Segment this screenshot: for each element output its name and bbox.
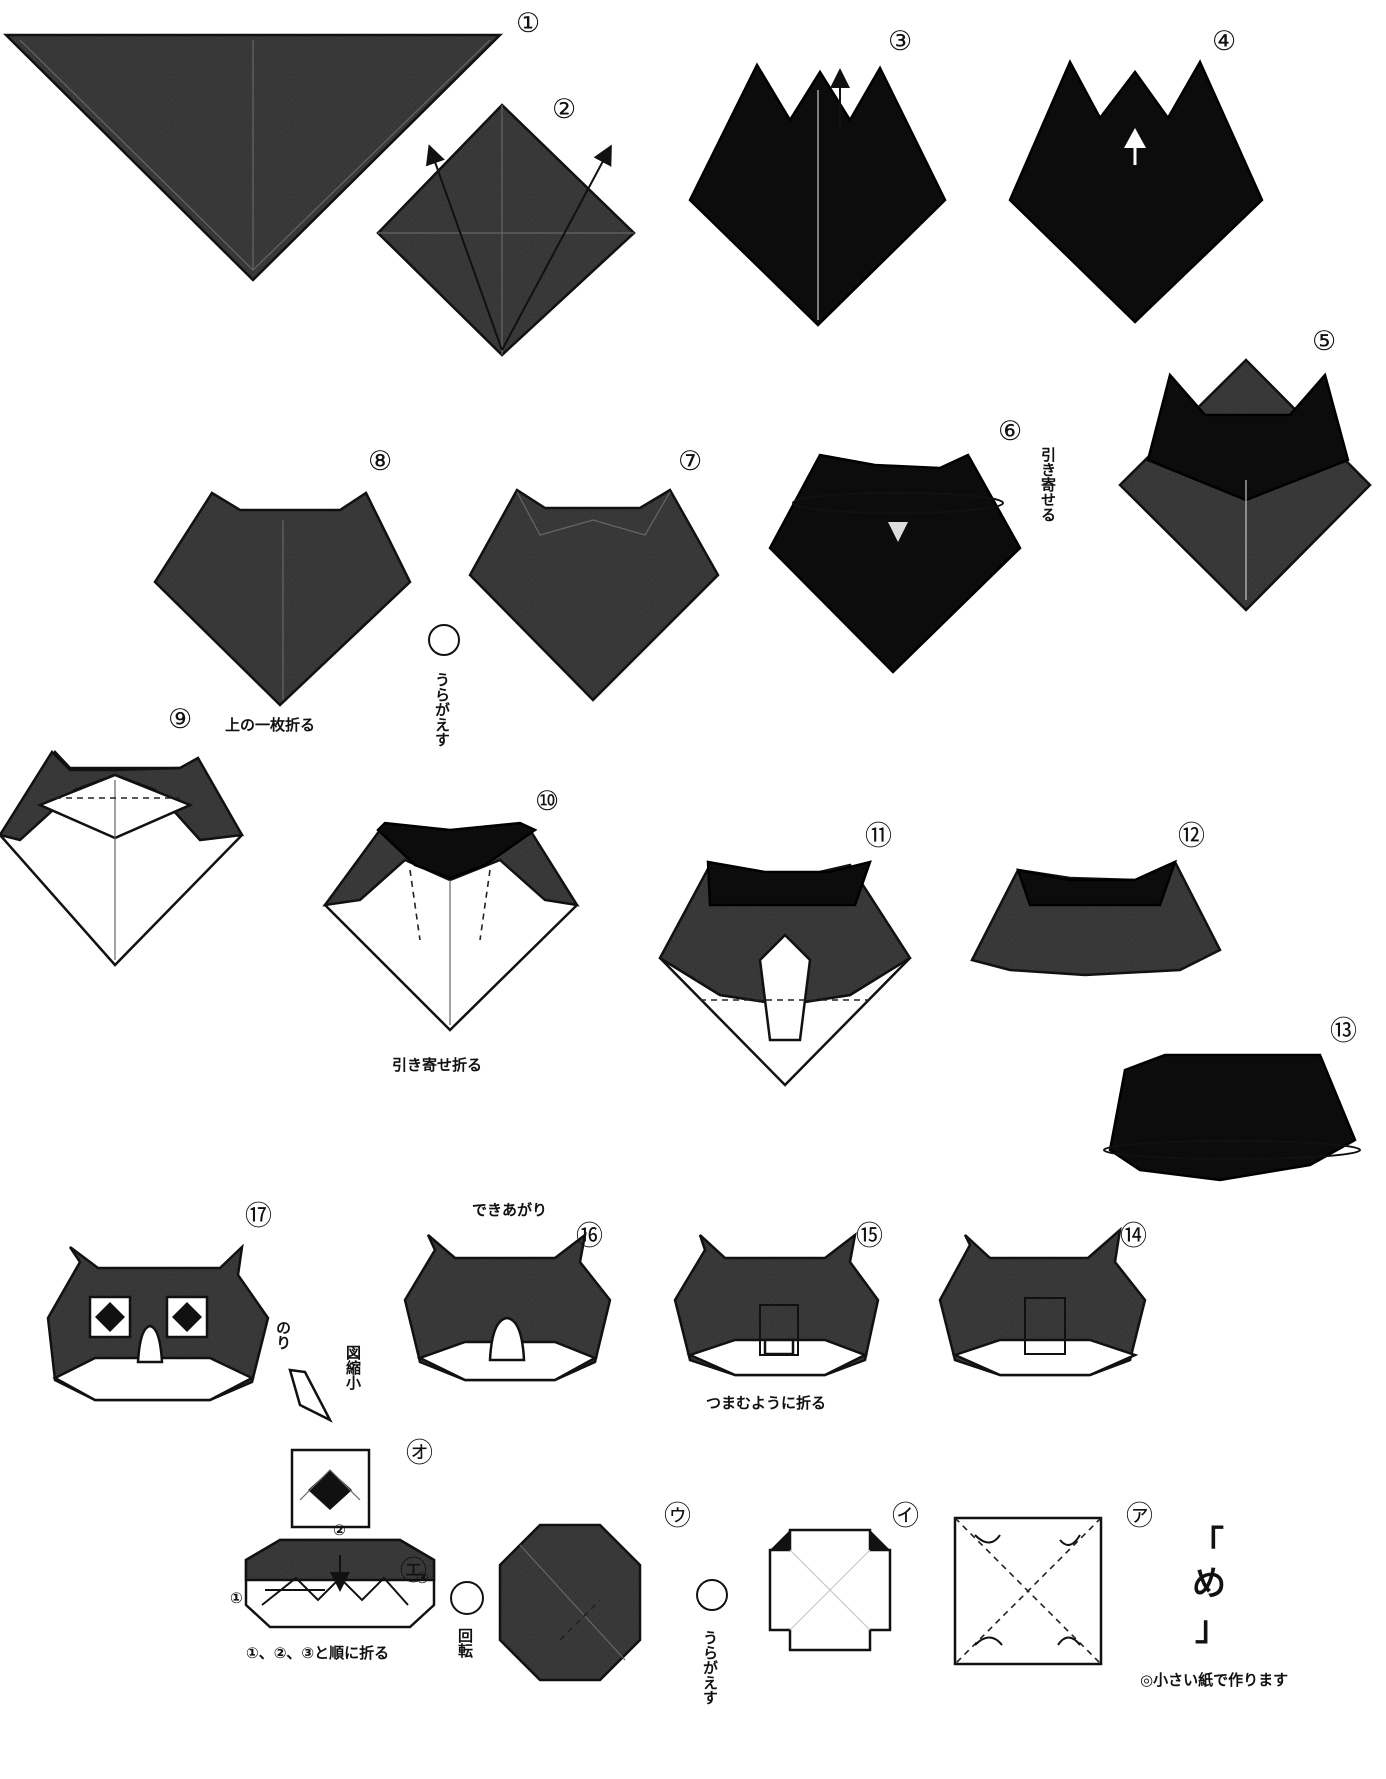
rotate-marker: 回転 [451,1582,483,1659]
step-u: ㋒ [500,1501,691,1680]
rotate-icon [451,1582,483,1614]
instruction-fold-in-order: ①、②、③と順に折る [246,1644,389,1662]
step-5: ⑤ [1120,326,1370,610]
step-number: ㋔ [406,1438,433,1469]
step-a: ㋐ [955,1501,1153,1664]
step-10: ⑩ 引き寄せ折る [325,786,577,1074]
eye-section-title: 「 め 」 ◎小さい紙で作ります [1140,1524,1288,1689]
step-number: ⑥ [998,416,1022,447]
step-15: ⑮ つまむように折る [675,1221,883,1412]
step-4: ④ [1010,26,1262,322]
turn-over-marker-2: うらがえす [697,1580,727,1705]
step-number: ㋓ [400,1556,427,1587]
step-i: ㋑ [770,1501,919,1650]
step-number: ⑮ [856,1221,883,1252]
left-eye [90,1297,130,1337]
title-eye: め [1192,1564,1226,1604]
step-16: ⑯ できあがり [405,1201,610,1380]
step-number: ⑬ [1330,1016,1357,1047]
note-small-paper: ◎小さい紙で作ります [1140,1671,1288,1689]
step-number: ⑨ [168,704,192,735]
instruction-pull-together: 引き寄せる [1039,447,1057,522]
step-3: ③ [690,26,945,325]
step-13: ⑬ [1104,1016,1360,1180]
step-6: ⑥ 引き寄せる [770,416,1057,672]
step-11: ⑪ [660,821,910,1085]
glue-annotation: のり 図縮小 [274,1320,362,1420]
step-number: ⑭ [1120,1221,1147,1252]
step-9: ⑨ 上の一枚折る [0,704,315,965]
title-bracket-open: 「 [1190,1524,1224,1564]
marker-1: ① [230,1589,243,1607]
step-number: ㋑ [892,1501,919,1532]
marker-2: ② [333,1521,346,1539]
step-number: ⑪ [865,821,892,852]
step-number: ④ [1212,26,1236,57]
label-finished: できあがり [472,1201,547,1219]
step-number: ⑫ [1178,821,1205,852]
step-number: ① [516,8,540,39]
instruction-turn-over: うらがえす [433,672,451,747]
step-2: ② [378,94,634,355]
label-glue: のり [274,1320,292,1350]
step-number: ㋐ [1126,1501,1153,1532]
instruction-turn-over-2: うらがえす [701,1630,719,1705]
step-number: ⑰ [245,1201,272,1232]
instruction-fold-top-layer: 上の一枚折る [225,716,315,734]
step-number: ② [552,94,576,125]
step-number: ③ [888,26,912,57]
step-12: ⑫ [972,821,1220,975]
step-e: ① ② ③ ㋓ ①、②、③と順に折る [230,1521,434,1662]
step-14: ⑭ [940,1221,1147,1375]
instruction-pull-together-fold: 引き寄せ折る [392,1056,482,1074]
turn-over-icon [697,1580,727,1610]
step-number: ⑤ [1312,326,1336,357]
right-eye [167,1297,207,1337]
step-7: ⑦ [470,446,718,700]
step-number: ㋒ [664,1501,691,1532]
step-number: ⑩ [535,786,559,817]
turn-over-marker: うらがえす [429,625,459,747]
step-8: ⑧ [155,446,410,705]
instruction-rotate: 回転 [456,1628,474,1659]
label-reduced: 図縮小 [344,1345,362,1391]
step-o: ㋔ [292,1438,433,1527]
step-17: ⑰ [48,1201,272,1400]
turn-over-icon [429,625,459,655]
step-number: ⑯ [576,1221,603,1252]
title-bracket-close: 」 [1195,1609,1229,1649]
step-number: ⑦ [678,446,702,477]
instruction-pinch-fold: つまむように折る [706,1394,826,1412]
step-number: ⑧ [368,446,392,477]
